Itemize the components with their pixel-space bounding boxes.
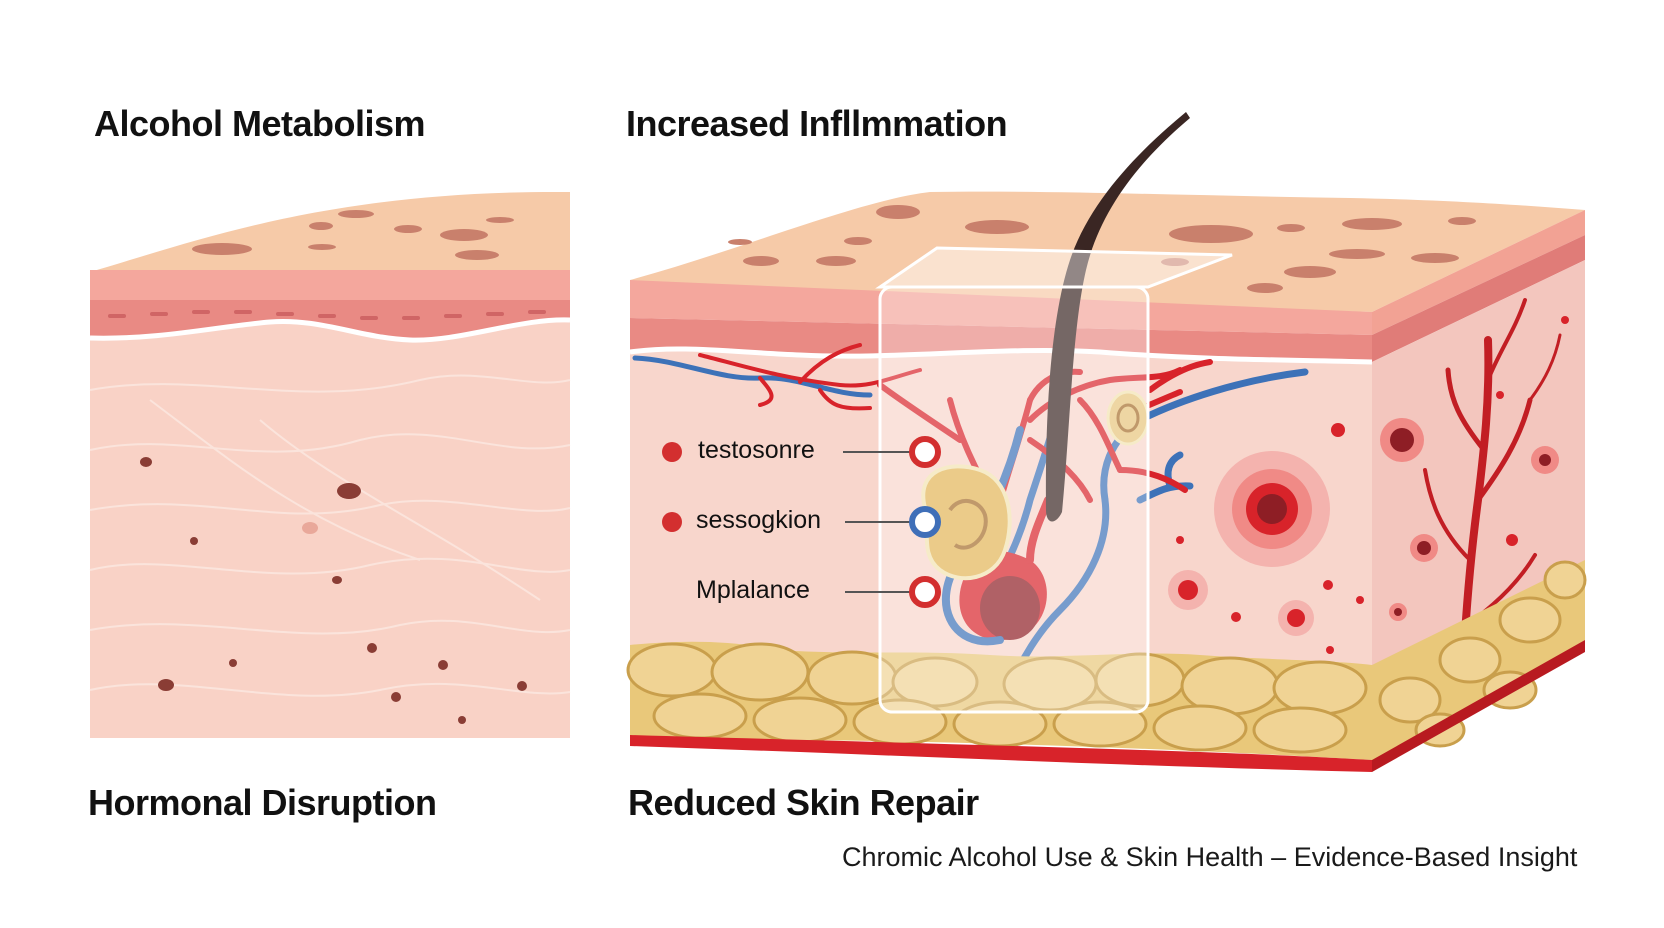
left-epidermis-layer xyxy=(90,270,570,300)
caption: Chromic Alcohol Use & Skin Health – Evid… xyxy=(842,842,1578,872)
sebaceous-gland-left xyxy=(921,464,1012,581)
left-dermal-band xyxy=(90,300,570,341)
follicle-artery xyxy=(1026,496,1052,564)
heading-reduced-skin-repair: Reduced Skin Repair xyxy=(628,782,979,823)
legend-dot-1 xyxy=(662,442,682,462)
heading-increased-inflammation: Increased Infllmmation xyxy=(626,103,1008,144)
right-epidermis-layer xyxy=(630,280,1372,335)
left-skin-block xyxy=(89,191,571,738)
right-dermis-border xyxy=(629,346,1373,365)
legend-end-circle-2 xyxy=(909,506,941,538)
left-pores xyxy=(192,210,514,260)
inflamed-lesion-small-1 xyxy=(1168,570,1208,610)
legend-graphics xyxy=(662,436,941,608)
legend-end-circle-1 xyxy=(909,436,941,468)
heading-alcohol-metabolism: Alcohol Metabolism xyxy=(94,103,426,144)
legend-label-testosterone: testosonre xyxy=(698,436,815,464)
fat-layer xyxy=(626,560,1587,772)
legend-dot-2 xyxy=(662,512,682,532)
right-pores xyxy=(728,205,1476,293)
left-spots xyxy=(140,457,527,724)
legend-label-mplalance: Mplalance xyxy=(696,576,810,604)
left-dermis-border xyxy=(89,317,571,343)
right-side-band xyxy=(1372,235,1585,362)
right-skin-block xyxy=(626,112,1587,772)
right-side-epidermis xyxy=(1372,210,1585,335)
legend-label-sessogkion: sessogkion xyxy=(696,506,822,534)
heading-hormonal-disruption: Hormonal Disruption xyxy=(88,782,437,823)
inflamed-lesion-small-2 xyxy=(1278,600,1314,636)
left-band-dashes xyxy=(108,310,546,320)
highlight-box xyxy=(875,246,1233,714)
inflamed-lesion-large xyxy=(1214,451,1330,567)
right-dermal-band xyxy=(630,318,1372,362)
left-dermis xyxy=(90,319,570,738)
sebaceous-gland-right xyxy=(1106,390,1150,446)
legend-end-circle-3 xyxy=(909,576,941,608)
red-dots xyxy=(1176,423,1364,654)
hair-shaft xyxy=(1045,112,1190,522)
hair-papilla xyxy=(980,576,1040,640)
side-lesions xyxy=(1380,316,1569,621)
left-epidermis-top xyxy=(90,191,570,272)
left-pale-spot xyxy=(302,522,318,534)
artery-left xyxy=(698,343,922,411)
